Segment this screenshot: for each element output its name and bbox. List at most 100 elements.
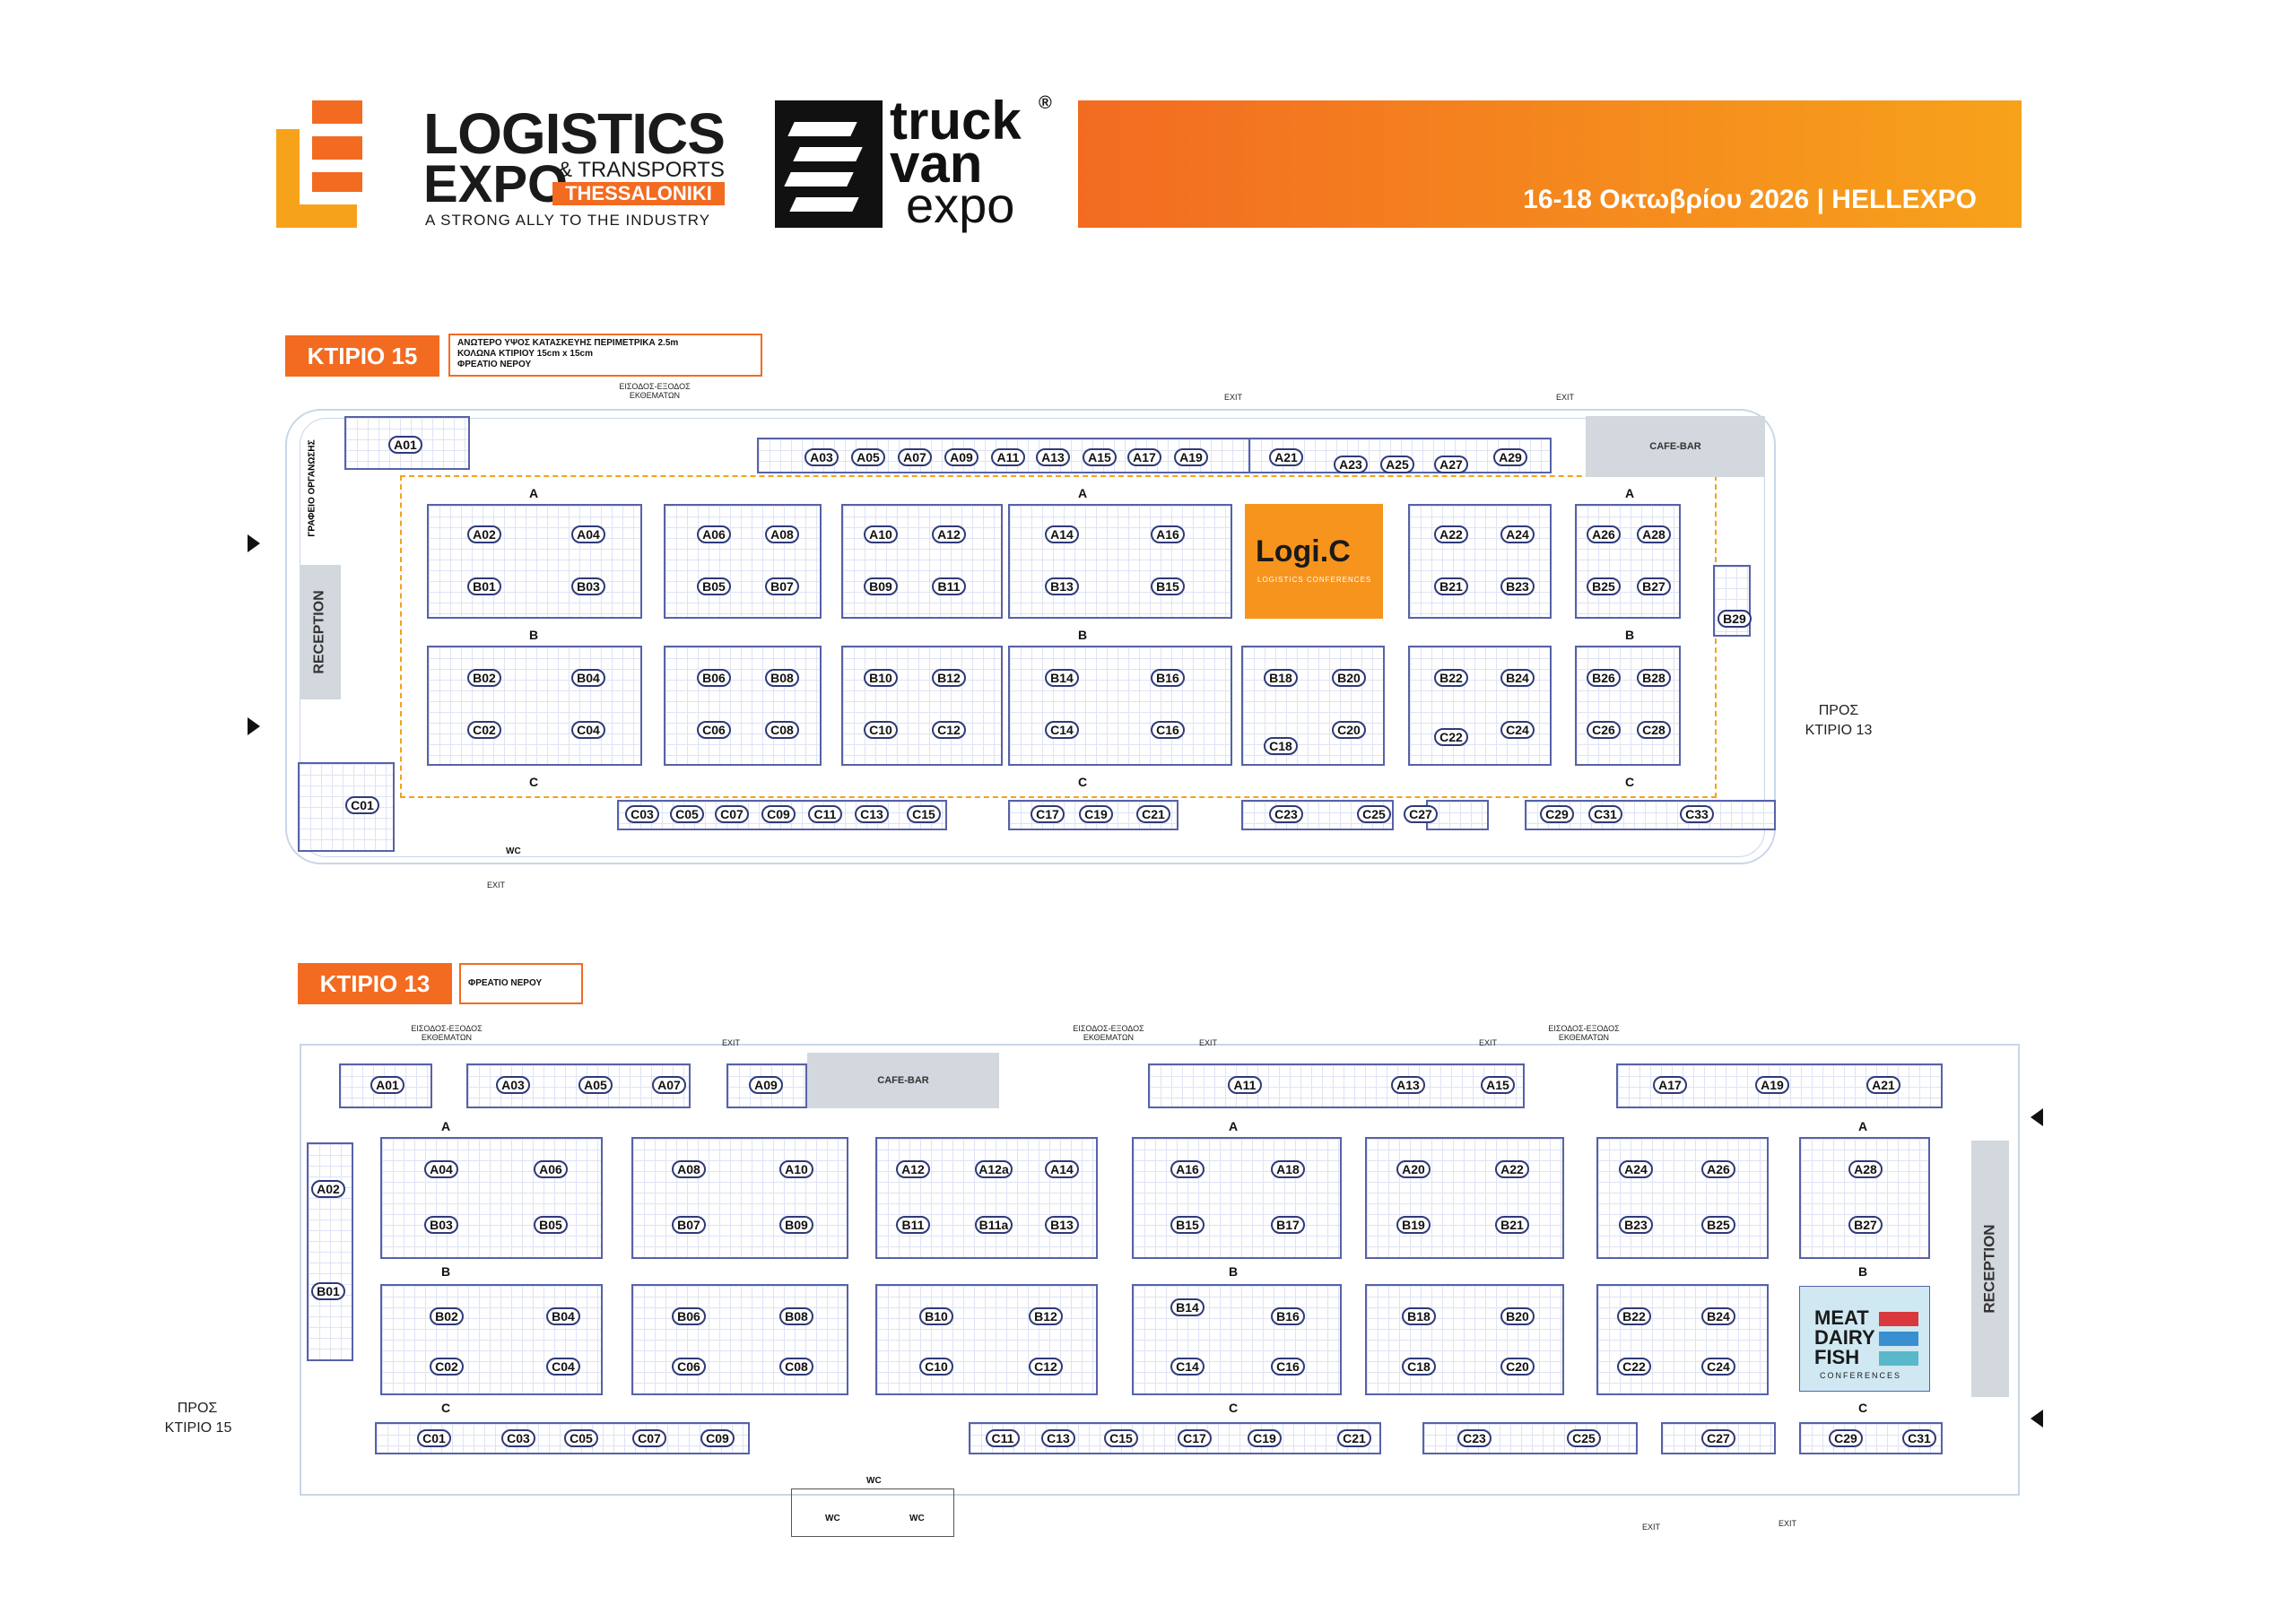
booth-c07[interactable]: C07 bbox=[715, 805, 749, 823]
booth-a10[interactable]: A10 bbox=[779, 1160, 813, 1178]
booth-a12[interactable]: A12 bbox=[932, 525, 966, 543]
booth-c21[interactable]: C21 bbox=[1136, 805, 1170, 823]
booth-c08[interactable]: C08 bbox=[765, 721, 799, 739]
booth-c18[interactable]: C18 bbox=[1264, 737, 1298, 755]
booth-c10[interactable]: C10 bbox=[864, 721, 898, 739]
booth-a19[interactable]: A19 bbox=[1755, 1076, 1789, 1094]
booth-c11[interactable]: C11 bbox=[808, 805, 842, 823]
booth-a24[interactable]: A24 bbox=[1619, 1160, 1653, 1178]
booth-c09[interactable]: C09 bbox=[761, 805, 796, 823]
booth-a13[interactable]: A13 bbox=[1391, 1076, 1425, 1094]
booth-a15[interactable]: A15 bbox=[1083, 448, 1117, 466]
booth-a08[interactable]: A08 bbox=[672, 1160, 706, 1178]
booth-c08[interactable]: C08 bbox=[779, 1358, 813, 1376]
booth-c20[interactable]: C20 bbox=[1332, 721, 1366, 739]
booth-c27[interactable]: C27 bbox=[1701, 1429, 1735, 1447]
booth-c23[interactable]: C23 bbox=[1457, 1429, 1492, 1447]
booth-b24[interactable]: B24 bbox=[1701, 1307, 1735, 1325]
booth-a17[interactable]: A17 bbox=[1127, 448, 1161, 466]
booth-c02[interactable]: C02 bbox=[430, 1358, 464, 1376]
booth-b02[interactable]: B02 bbox=[430, 1307, 464, 1325]
booth-c17[interactable]: C17 bbox=[1031, 805, 1065, 823]
booth-a09[interactable]: A09 bbox=[749, 1076, 783, 1094]
booth-b23[interactable]: B23 bbox=[1500, 577, 1535, 595]
booth-b04[interactable]: B04 bbox=[546, 1307, 580, 1325]
booth-c27[interactable]: C27 bbox=[1404, 805, 1438, 823]
booth-a12a[interactable]: A12a bbox=[975, 1160, 1013, 1178]
booth-b04[interactable]: B04 bbox=[571, 669, 605, 687]
booth-c20[interactable]: C20 bbox=[1500, 1358, 1535, 1376]
booth-a05[interactable]: A05 bbox=[578, 1076, 613, 1094]
booth-a23[interactable]: A23 bbox=[1334, 456, 1368, 473]
booth-a02[interactable]: A02 bbox=[311, 1180, 345, 1198]
booth-c31[interactable]: C31 bbox=[1588, 805, 1622, 823]
booth-b07[interactable]: B07 bbox=[672, 1216, 706, 1234]
booth-b07[interactable]: B07 bbox=[765, 577, 799, 595]
booth-c19[interactable]: C19 bbox=[1079, 805, 1113, 823]
booth-b14[interactable]: B14 bbox=[1045, 669, 1079, 687]
booth-a13[interactable]: A13 bbox=[1036, 448, 1070, 466]
booth-c16[interactable]: C16 bbox=[1151, 721, 1185, 739]
booth-b10[interactable]: B10 bbox=[864, 669, 898, 687]
booth-c04[interactable]: C04 bbox=[546, 1358, 580, 1376]
booth-a29[interactable]: A29 bbox=[1493, 448, 1527, 466]
booth-c05[interactable]: C05 bbox=[564, 1429, 598, 1447]
booth-b03[interactable]: B03 bbox=[424, 1216, 458, 1234]
booth-a03[interactable]: A03 bbox=[804, 448, 839, 466]
booth-c24[interactable]: C24 bbox=[1701, 1358, 1735, 1376]
booth-b06[interactable]: B06 bbox=[672, 1307, 706, 1325]
booth-a26[interactable]: A26 bbox=[1587, 525, 1621, 543]
booth-b10[interactable]: B10 bbox=[919, 1307, 953, 1325]
booth-c25[interactable]: C25 bbox=[1357, 805, 1391, 823]
booth-b22[interactable]: B22 bbox=[1434, 669, 1468, 687]
booth-b06[interactable]: B06 bbox=[697, 669, 731, 687]
booth-a01[interactable]: A01 bbox=[388, 436, 422, 454]
booth-c12[interactable]: C12 bbox=[932, 721, 966, 739]
booth-c29[interactable]: C29 bbox=[1540, 805, 1574, 823]
booth-c06[interactable]: C06 bbox=[672, 1358, 706, 1376]
booth-a11[interactable]: A11 bbox=[1228, 1076, 1262, 1094]
booth-b08[interactable]: B08 bbox=[779, 1307, 813, 1325]
booth-b22[interactable]: B22 bbox=[1617, 1307, 1651, 1325]
booth-a25[interactable]: A25 bbox=[1380, 456, 1414, 473]
booth-b11[interactable]: B11 bbox=[932, 577, 966, 595]
booth-c18[interactable]: C18 bbox=[1402, 1358, 1436, 1376]
booth-a20[interactable]: A20 bbox=[1396, 1160, 1431, 1178]
booth-a21[interactable]: A21 bbox=[1269, 448, 1303, 466]
booth-a06[interactable]: A06 bbox=[534, 1160, 568, 1178]
booth-b25[interactable]: B25 bbox=[1701, 1216, 1735, 1234]
booth-c13[interactable]: C13 bbox=[1041, 1429, 1075, 1447]
booth-c07[interactable]: C07 bbox=[632, 1429, 666, 1447]
booth-c19[interactable]: C19 bbox=[1248, 1429, 1282, 1447]
booth-b27[interactable]: B27 bbox=[1637, 577, 1671, 595]
booth-c02[interactable]: C02 bbox=[467, 721, 501, 739]
booth-a09[interactable]: A09 bbox=[944, 448, 978, 466]
booth-b25[interactable]: B25 bbox=[1587, 577, 1621, 595]
booth-c15[interactable]: C15 bbox=[907, 805, 941, 823]
booth-b14[interactable]: B14 bbox=[1170, 1298, 1205, 1316]
booth-c23[interactable]: C23 bbox=[1269, 805, 1303, 823]
booth-a10[interactable]: A10 bbox=[864, 525, 898, 543]
booth-c03[interactable]: C03 bbox=[625, 805, 659, 823]
booth-a16[interactable]: A16 bbox=[1151, 525, 1185, 543]
booth-a14[interactable]: A14 bbox=[1045, 1160, 1079, 1178]
booth-c16[interactable]: C16 bbox=[1271, 1358, 1305, 1376]
booth-c12[interactable]: C12 bbox=[1029, 1358, 1063, 1376]
booth-a14[interactable]: A14 bbox=[1045, 525, 1079, 543]
booth-b11a[interactable]: B11a bbox=[975, 1216, 1013, 1234]
booth-b05[interactable]: B05 bbox=[697, 577, 731, 595]
booth-c31[interactable]: C31 bbox=[1902, 1429, 1936, 1447]
booth-b13[interactable]: B13 bbox=[1045, 577, 1079, 595]
booth-c03[interactable]: C03 bbox=[501, 1429, 535, 1447]
booth-c22[interactable]: C22 bbox=[1434, 728, 1468, 746]
booth-b02[interactable]: B02 bbox=[467, 669, 501, 687]
booth-a19[interactable]: A19 bbox=[1174, 448, 1208, 466]
booth-a27[interactable]: A27 bbox=[1434, 456, 1468, 473]
booth-b15[interactable]: B15 bbox=[1151, 577, 1185, 595]
booth-b15[interactable]: B15 bbox=[1170, 1216, 1205, 1234]
booth-a22[interactable]: A22 bbox=[1434, 525, 1468, 543]
booth-a05[interactable]: A05 bbox=[851, 448, 885, 466]
booth-a16[interactable]: A16 bbox=[1170, 1160, 1205, 1178]
booth-b05[interactable]: B05 bbox=[534, 1216, 568, 1234]
booth-c10[interactable]: C10 bbox=[919, 1358, 953, 1376]
